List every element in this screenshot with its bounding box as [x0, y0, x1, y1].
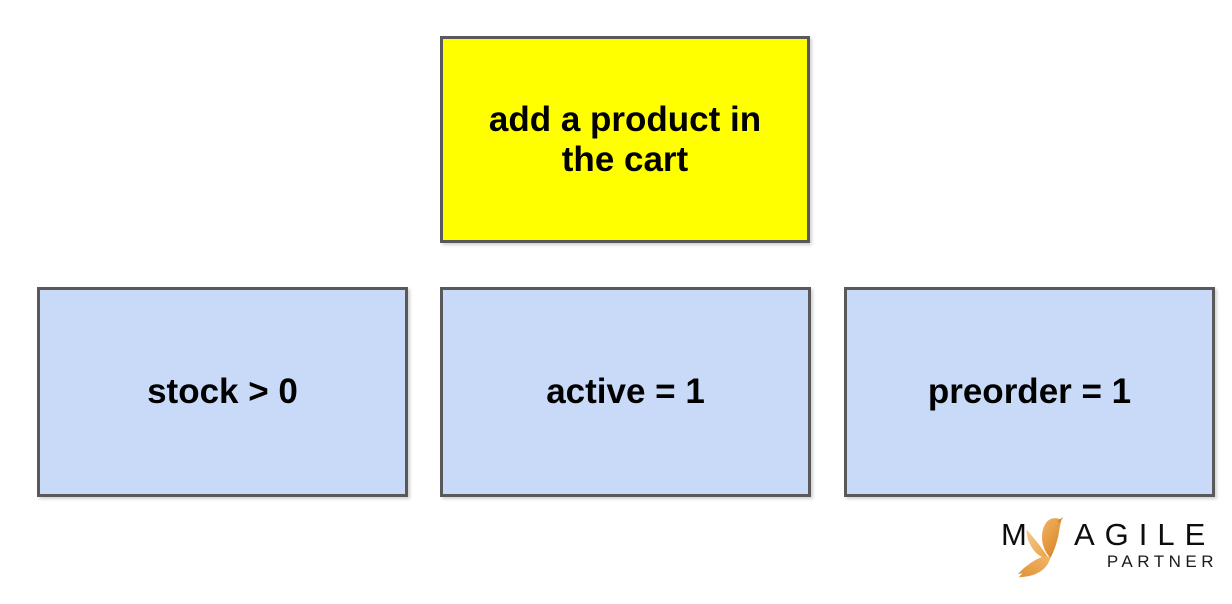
logo-word-agile: AGILE: [1074, 517, 1216, 552]
logo-letter-m: M: [1001, 517, 1029, 552]
condition-box-active: active = 1: [440, 287, 811, 497]
condition-box-preorder: preorder = 1: [844, 287, 1215, 497]
trigger-box-label: add a product in the cart: [488, 100, 762, 179]
condition-box-stock-label: stock > 0: [147, 372, 298, 412]
condition-box-stock: stock > 0: [37, 287, 408, 497]
trigger-box: add a product in the cart: [440, 36, 810, 243]
condition-box-active-label: active = 1: [546, 372, 705, 412]
condition-box-preorder-label: preorder = 1: [927, 372, 1132, 412]
phoenix-bird-y-icon: [1017, 517, 1064, 578]
brand-logo: M: [1001, 512, 1214, 602]
logo-word-partner: PARTNER: [1106, 552, 1218, 571]
